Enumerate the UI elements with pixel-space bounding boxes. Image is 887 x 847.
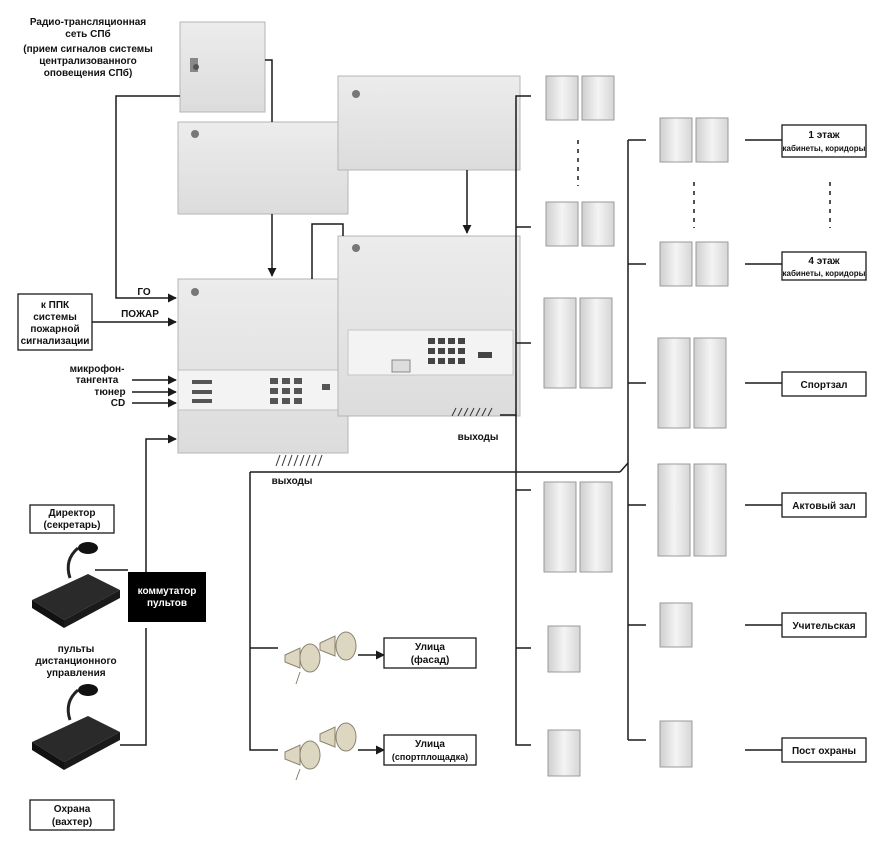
commutator-line-2: пультов [147, 598, 187, 609]
column-speaker-icon [543, 481, 577, 573]
continuation-dashes [577, 140, 831, 228]
output-wire-bundles [275, 407, 493, 467]
source-mic-1: микрофон- [70, 363, 125, 375]
wall-speaker-icon [695, 117, 729, 163]
wall-speaker-icon [659, 720, 693, 768]
street-facade-line-2: (фасад) [411, 654, 450, 666]
column-speaker-icon [579, 297, 613, 389]
wall-speaker-icon [581, 75, 615, 121]
street-facade-line-1: Улица [415, 642, 445, 653]
column-speaker-icon [657, 337, 691, 429]
remote-line-1: пульты [58, 644, 95, 655]
wall-speaker-icon [581, 201, 615, 247]
wall-speaker-icon [547, 625, 581, 673]
hall-label: Актовый зал [792, 501, 855, 512]
street-sport-line-1: Улица [415, 739, 445, 750]
radio-net-line-4: централизованного [39, 56, 137, 67]
guard-line-2: (вахтер) [52, 817, 92, 828]
radio-receiver-device [179, 21, 266, 113]
gym-label: Спортзал [801, 380, 848, 391]
column-speaker-icon [543, 297, 577, 389]
ppk-line-3: пожарной [30, 324, 79, 335]
column-speaker-icon [693, 463, 727, 557]
label-boxes [17, 124, 867, 831]
remote-line-3: управления [46, 668, 105, 679]
street-sport-line-2: (спортплощадка) [392, 752, 468, 762]
connections [72, 59, 782, 755]
go-label: ГО [137, 287, 151, 298]
texts: Радио-трансляционная сеть СПб (прием сиг… [21, 17, 866, 828]
source-cd: CD [111, 398, 125, 409]
teachers-label: Учительская [792, 621, 855, 632]
source-tuner: тюнер [94, 387, 125, 398]
speaker-group [543, 75, 729, 777]
microphone-console-guard-icon [32, 684, 120, 770]
floor1-line-2: кабинеты, коридоры [783, 144, 866, 153]
horn-speaker-sportground-icon [284, 722, 357, 781]
radio-net-line-2: сеть СПб [65, 28, 110, 40]
floor4-line-2: кабинеты, коридоры [783, 269, 866, 278]
floor4-line-1: 4 этаж [808, 256, 840, 267]
wall-speaker-icon [545, 75, 579, 121]
radio-net-line-1: Радио-трансляционная [30, 17, 146, 28]
radio-net-line-3: (прием сигналов системы [23, 44, 153, 55]
wall-speaker-icon [659, 241, 693, 287]
microphone-console-director-icon [32, 542, 120, 628]
column-speaker-icon [579, 481, 613, 573]
ppk-line-2: системы [33, 312, 77, 323]
radio-net-line-5: оповещения СПб) [44, 67, 133, 79]
outputs-right-label: выходы [458, 432, 499, 443]
guard-line-1: Охрана [54, 804, 91, 815]
wall-speaker-icon [659, 602, 693, 648]
wall-speaker-icon [659, 117, 693, 163]
pozhar-label: ПОЖАР [121, 309, 159, 320]
amplifier-unit-top-right [337, 75, 521, 171]
ppk-line-4: сигнализации [21, 336, 90, 347]
main-control-unit [177, 278, 349, 454]
director-line-2: (секретарь) [43, 520, 100, 531]
amplifier-unit-top-left [177, 121, 349, 215]
column-speaker-icon [693, 337, 727, 429]
ppk-line-1: к ППК [41, 300, 70, 311]
commutator-line-1: коммутатор [138, 586, 197, 597]
wall-speaker-icon [547, 729, 581, 777]
zone-controller-unit [337, 235, 521, 417]
wall-speaker-icon [695, 241, 729, 287]
wall-speaker-icon [545, 201, 579, 247]
column-speaker-icon [657, 463, 691, 557]
source-mic-2: тангента [76, 375, 119, 386]
director-line-1: Директор [49, 508, 96, 519]
floor1-line-1: 1 этаж [808, 130, 840, 141]
guard-post-label: Пост охраны [792, 746, 856, 757]
horn-speaker-facade-icon [284, 631, 357, 685]
remote-line-2: дистанционного [35, 656, 116, 667]
commutator-box [128, 572, 206, 622]
outputs-left-label: выходы [272, 476, 313, 487]
